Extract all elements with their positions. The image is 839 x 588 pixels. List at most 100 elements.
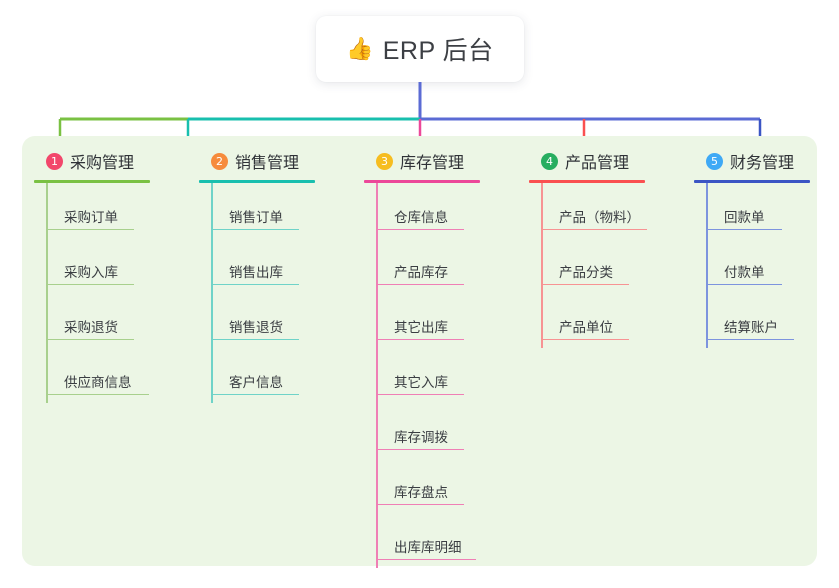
list-item-label: 出库库明细 [394,540,462,555]
list-item-label: 销售订单 [229,210,283,225]
column-title-4: 产品管理 [565,155,630,172]
list-item[interactable]: 仓库信息 [364,183,480,238]
list-item[interactable]: 其它入库 [364,348,480,403]
list-item[interactable]: 采购入库 [34,238,150,293]
list-item-label: 销售退货 [229,320,283,335]
list-item-rule [46,393,149,395]
list-item[interactable]: 回款单 [694,183,810,238]
list-item[interactable]: 销售退货 [199,293,315,348]
list-item[interactable]: 采购退货 [34,293,150,348]
list-item-rule [211,338,299,340]
column-2: 2 销售管理销售订单销售出库销售退货客户信息 [199,148,315,403]
column-header-2[interactable]: 2 销售管理 [199,148,315,174]
list-item-label: 销售出库 [229,265,283,280]
list-item[interactable]: 结算账户 [694,293,810,348]
list-item-rule [706,228,782,230]
column-accent-rule-3 [364,180,480,183]
column-items-5: 回款单付款单结算账户 [694,183,810,348]
mindmap-panel [22,136,817,566]
column-header-4[interactable]: 4 产品管理 [529,148,645,174]
column-title-3: 库存管理 [400,155,465,172]
column-spine-5 [706,183,708,348]
column-title-5: 财务管理 [730,155,795,172]
column-title-1: 采购管理 [70,155,135,172]
list-item-rule [706,283,782,285]
list-item-rule [46,283,134,285]
list-item-rule [541,228,647,230]
list-item[interactable]: 客户信息 [199,348,315,403]
list-item-label: 库存盘点 [394,485,448,500]
list-item[interactable]: 产品（物料） [529,183,647,238]
list-item[interactable]: 库存盘点 [364,458,480,513]
column-header-1[interactable]: 1 采购管理 [34,148,150,174]
root-node-title: ERP 后台 [382,37,494,65]
column-header-5[interactable]: 5 财务管理 [694,148,810,174]
list-item-rule [376,503,464,505]
list-item-rule [211,393,299,395]
column-spine-3 [376,183,378,568]
column-badge-1: 1 [46,152,63,170]
list-item-label: 仓库信息 [394,210,448,225]
column-title-2: 销售管理 [235,155,300,172]
list-item-rule [46,228,134,230]
column-1: 1 采购管理采购订单采购入库采购退货供应商信息 [34,148,150,403]
list-item[interactable]: 供应商信息 [34,348,150,403]
list-item-label: 付款单 [724,265,765,280]
column-5: 5 财务管理回款单付款单结算账户 [694,148,810,348]
column-accent-rule-4 [529,180,645,183]
list-item-label: 其它入库 [394,375,448,390]
column-spine-2 [211,183,213,403]
list-item-label: 采购入库 [64,265,118,280]
column-accent-rule-1 [34,180,150,183]
list-item-label: 客户信息 [229,375,283,390]
list-item-rule [376,283,464,285]
list-item-label: 其它出库 [394,320,448,335]
list-item-label: 采购订单 [64,210,118,225]
thumbs-up-icon: 👍 [346,36,374,61]
list-item-rule [46,338,134,340]
column-4: 4 产品管理产品（物料） 产品分类产品单位 [529,148,647,348]
list-item-label: 采购退货 [64,320,118,335]
column-spine-4 [541,183,543,348]
list-item[interactable]: 销售订单 [199,183,315,238]
column-accent-rule-2 [199,180,315,183]
list-item[interactable]: 其它出库 [364,293,480,348]
column-badge-5: 5 [706,152,723,170]
list-item-label: 产品单位 [559,320,613,335]
column-items-2: 销售订单销售出库销售退货客户信息 [199,183,315,403]
list-item-rule [541,338,629,340]
list-item-label: 结算账户 [724,320,778,335]
column-3: 3 库存管理仓库信息产品库存其它出库其它入库库存调拨库存盘点出库库明细 [364,148,480,568]
list-item[interactable]: 库存调拨 [364,403,480,458]
column-badge-4: 4 [541,152,558,170]
list-item-label: 库存调拨 [394,430,448,445]
column-items-1: 采购订单采购入库采购退货供应商信息 [34,183,150,403]
list-item[interactable]: 付款单 [694,238,810,293]
column-items-3: 仓库信息产品库存其它出库其它入库库存调拨库存盘点出库库明细 [364,183,480,568]
root-node-card[interactable]: 👍 ERP 后台 [316,16,524,82]
list-item-label: 产品库存 [394,265,448,280]
column-spine-1 [46,183,48,403]
list-item[interactable]: 销售出库 [199,238,315,293]
list-item-rule [376,558,476,560]
list-item[interactable]: 产品单位 [529,293,645,348]
list-item-rule [211,228,299,230]
list-item-rule [376,448,464,450]
column-accent-rule-5 [694,180,810,183]
list-item-rule [706,338,794,340]
list-item[interactable]: 出库库明细 [364,513,480,568]
column-badge-3: 3 [376,152,393,170]
column-header-3[interactable]: 3 库存管理 [364,148,480,174]
list-item-rule [376,393,464,395]
list-item-label: 供应商信息 [64,375,132,390]
list-item-rule [211,283,299,285]
list-item[interactable]: 采购订单 [34,183,150,238]
list-item-label: 产品分类 [559,265,613,280]
list-item[interactable]: 产品分类 [529,238,645,293]
list-item-label: 产品（物料） [559,210,640,225]
list-item-rule [541,283,629,285]
column-items-4: 产品（物料） 产品分类产品单位 [529,183,647,348]
list-item[interactable]: 产品库存 [364,238,480,293]
list-item-label: 回款单 [724,210,765,225]
column-badge-2: 2 [211,152,228,170]
